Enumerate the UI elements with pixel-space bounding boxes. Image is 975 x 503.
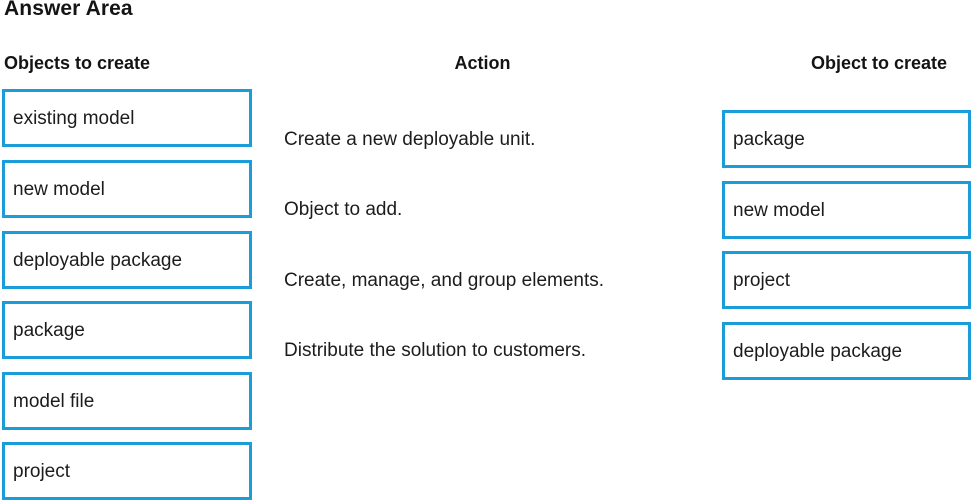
answer-label: deployable package [733,340,903,362]
answer-drop-target-1[interactable]: package [722,110,971,168]
answer-label: package [733,128,805,150]
source-option-5[interactable]: model file [2,372,252,430]
column-header-action: Action [454,53,511,73]
source-option-6[interactable]: project [2,442,252,500]
source-option-label: new model [13,178,105,200]
action-row-2: Object to add. [284,199,403,220]
source-option-2[interactable]: new model [2,160,252,218]
action-row-3: Create, manage, and group elements. [284,270,605,291]
answer-label: project [733,269,791,291]
answer-drop-target-4[interactable]: deployable package [722,322,971,380]
column-header-objects-to-create: Objects to create [4,53,151,73]
answer-drop-target-2[interactable]: new model [722,181,971,239]
answer-label: new model [733,199,825,221]
source-option-label: existing model [13,107,135,129]
source-option-1[interactable]: existing model [2,89,252,147]
answer-drop-target-3[interactable]: project [722,251,971,309]
action-row-1: Create a new deployable unit. [284,129,536,150]
source-option-3[interactable]: deployable package [2,231,252,289]
source-option-label: deployable package [13,249,183,271]
source-option-4[interactable]: package [2,301,252,359]
source-option-label: model file [13,390,95,412]
source-option-label: package [13,319,85,341]
column-header-object-to-create: Object to create [810,53,947,73]
page-title: Answer Area [4,0,133,20]
source-option-label: project [13,460,71,482]
action-row-4: Distribute the solution to customers. [284,340,587,361]
